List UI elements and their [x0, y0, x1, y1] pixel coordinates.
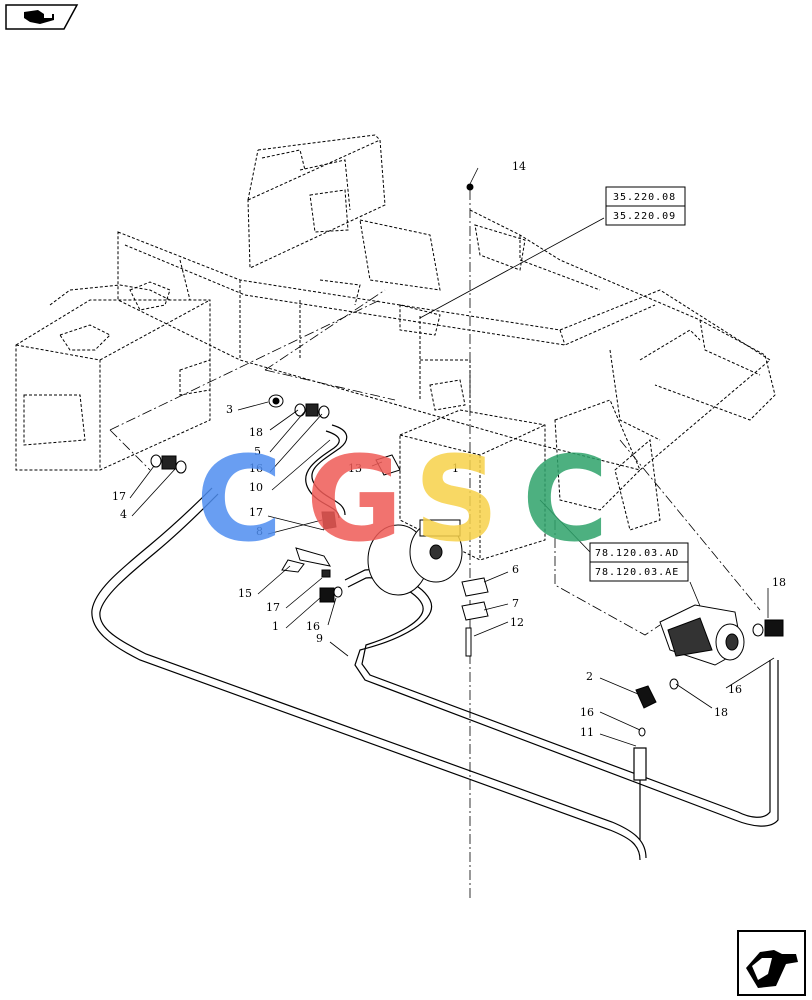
- callout-number: 8: [256, 525, 263, 538]
- reference-35-220-group: 35.220.08 35.220.09: [605, 186, 686, 226]
- callout-number: 15: [238, 587, 252, 600]
- reference-label[interactable]: 35.220.08: [613, 192, 676, 203]
- callout-number: 4: [120, 508, 127, 521]
- callout-number: 16: [249, 462, 263, 475]
- chassis-frame: [15, 134, 776, 561]
- reference-label[interactable]: 35.220.09: [613, 211, 676, 222]
- callout-number: 12: [510, 616, 524, 629]
- callout-number: 3: [226, 403, 233, 416]
- callout-number: 18: [714, 706, 728, 719]
- reference-label[interactable]: 78.120.03.AD: [595, 548, 679, 559]
- hand-arrow-previous-icon[interactable]: [5, 4, 79, 30]
- callout-number: 5: [254, 445, 261, 458]
- callout-number: 17: [266, 601, 280, 614]
- callout-leaders: [129, 167, 775, 747]
- fittings: [150, 183, 784, 737]
- callout-number: 10: [249, 481, 263, 494]
- callout-number: 7: [512, 597, 519, 610]
- callout-number: 16: [306, 620, 320, 633]
- callout-number: 1: [452, 462, 459, 475]
- callout-number: 18: [772, 576, 786, 589]
- callout-number: 11: [580, 726, 594, 739]
- callout-number: 13: [348, 462, 362, 475]
- callout-number: 9: [316, 632, 323, 645]
- callout-number: 17: [249, 506, 263, 519]
- callout-number: 2: [586, 670, 593, 683]
- callout-number: 6: [512, 563, 519, 576]
- hand-arrow-next-icon[interactable]: [737, 930, 806, 996]
- callout-numbers: 14 3 18 5 16 10 17 4 13 1 17 8 15 17 1 1…: [112, 160, 786, 739]
- callout-number: 16: [580, 706, 594, 719]
- callout-number: 17: [112, 490, 126, 503]
- cgsc-watermark: C G S C: [196, 430, 609, 568]
- callout-number: 1: [272, 620, 279, 633]
- callout-number: 14: [512, 160, 526, 173]
- watermark-letter: G: [306, 430, 403, 568]
- callout-number: 18: [249, 426, 263, 439]
- watermark-letter: S: [414, 430, 499, 568]
- reference-label[interactable]: 78.120.03.AE: [595, 567, 679, 578]
- callout-number: 16: [728, 683, 742, 696]
- watermark-letter: C: [196, 430, 283, 568]
- reference-78-120-group: 78.120.03.AD 78.120.03.AE: [589, 542, 689, 582]
- watermark-letter: C: [522, 430, 609, 568]
